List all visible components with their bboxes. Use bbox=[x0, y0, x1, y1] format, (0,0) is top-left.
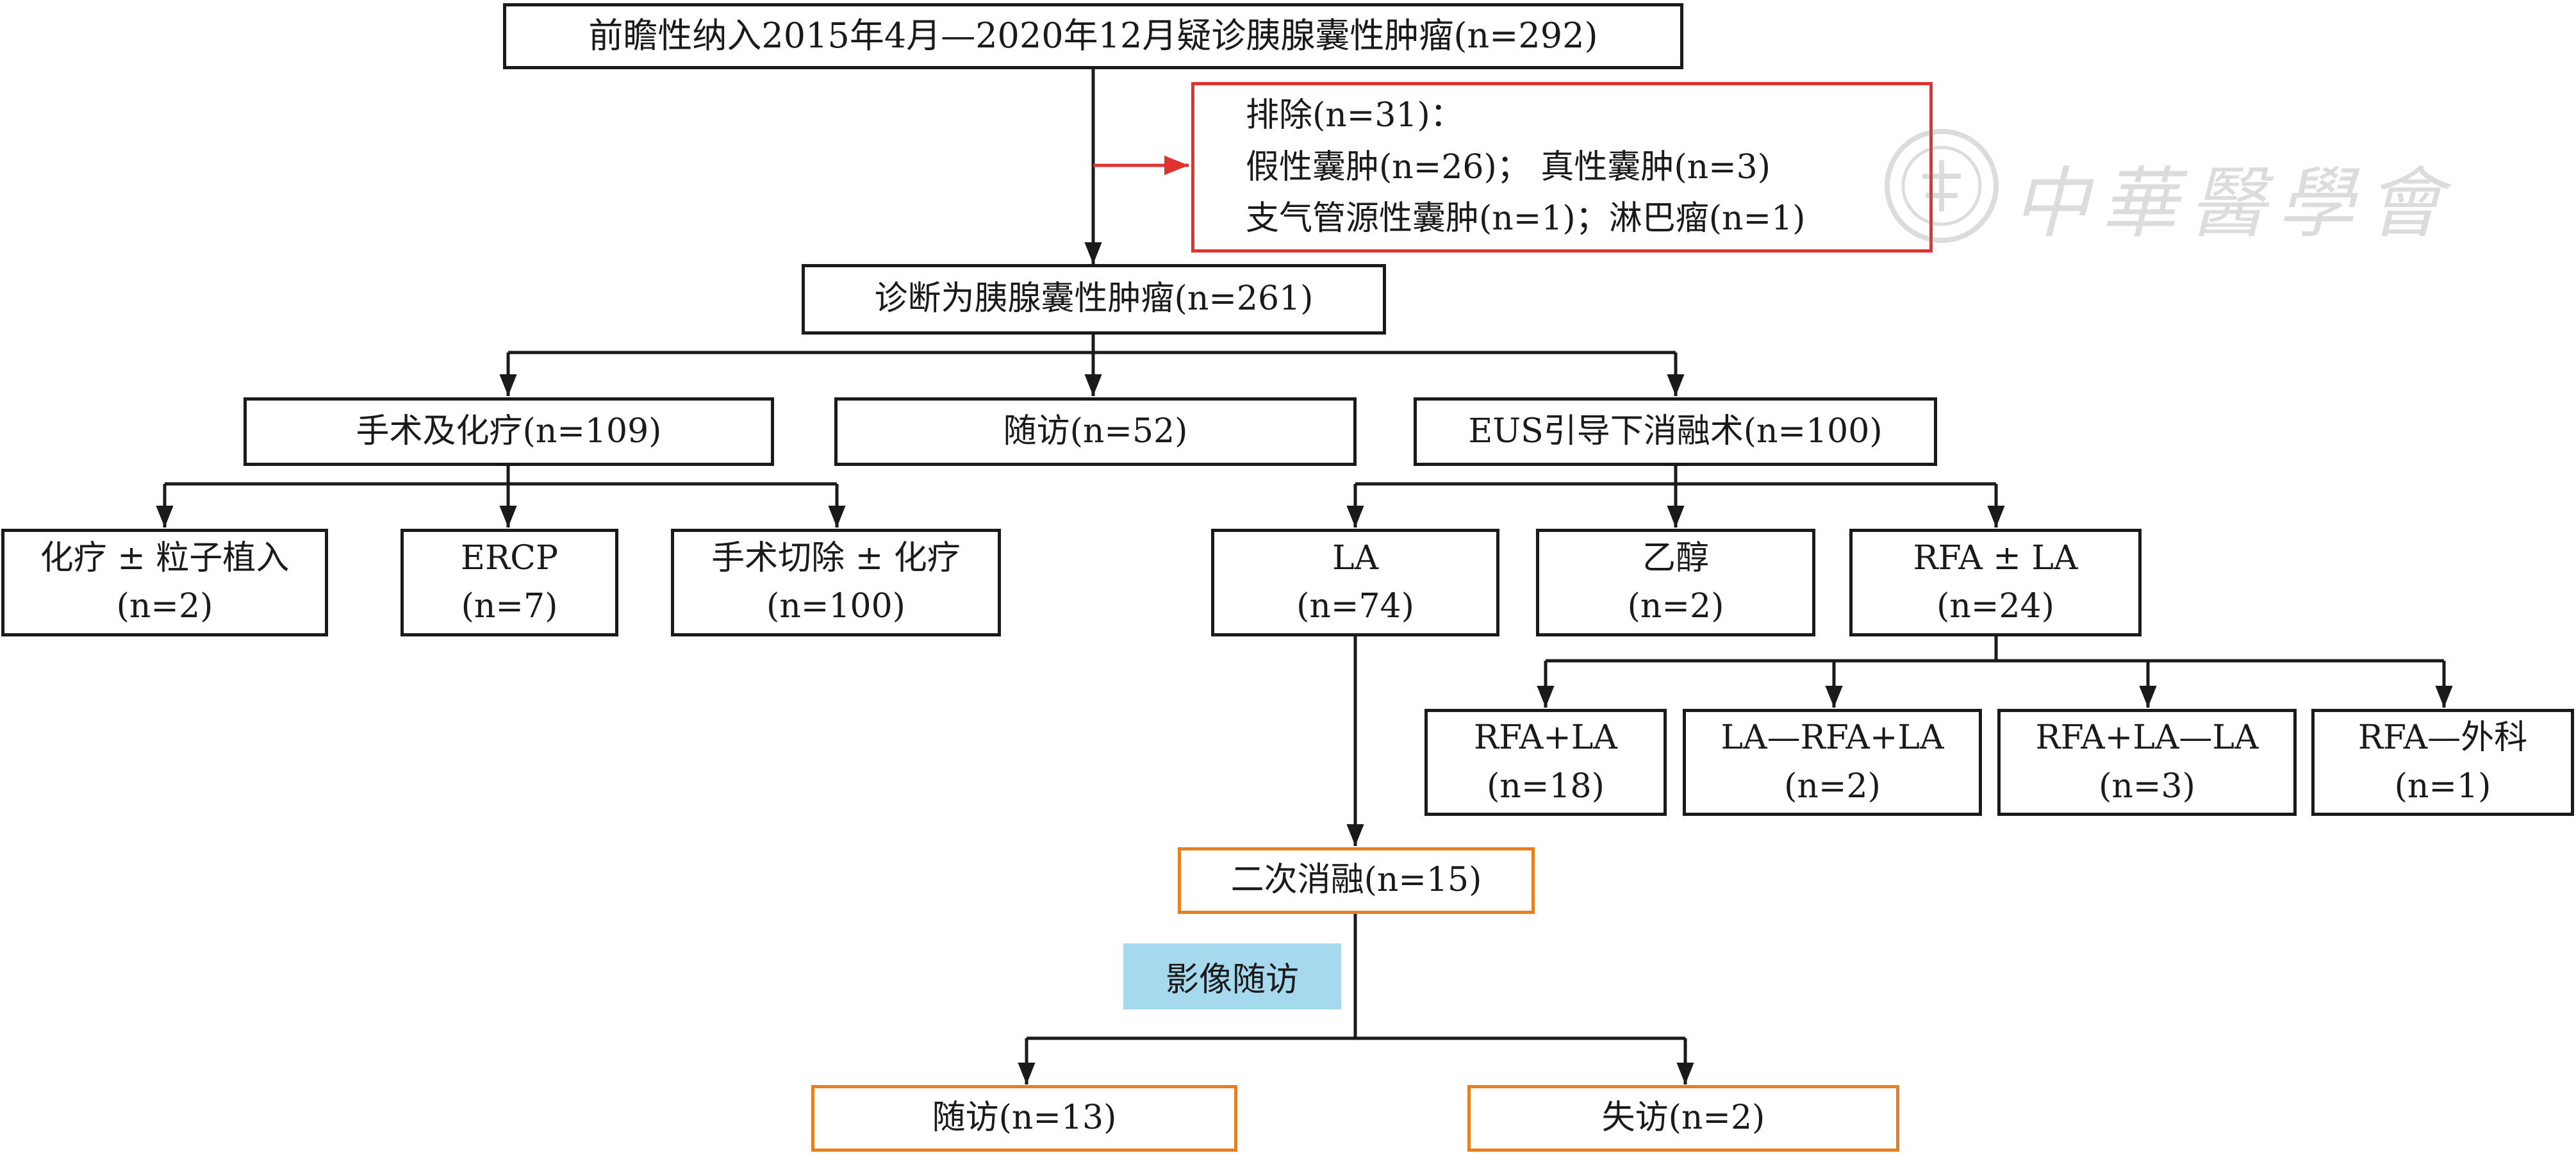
resection-n: (n=100) bbox=[766, 587, 905, 626]
exclusion-line-2: 支气管源性囊肿(n=1)；淋巴瘤(n=1) bbox=[1246, 199, 1806, 238]
sub-rfa-surgery-box: RFA—外科 (n=1) bbox=[2311, 709, 2574, 816]
rfa-la-box: RFA ± LA (n=24) bbox=[1849, 529, 2142, 636]
eus-ablation-text: EUS引导下消融术(n=100) bbox=[1468, 411, 1883, 451]
exclusion-line-1: 假性囊肿(n=26)； 真性囊肿(n=3) bbox=[1246, 147, 1771, 187]
ethanol-label: 乙醇 bbox=[1642, 538, 1709, 577]
second-ablation-box: 二次消融(n=15) bbox=[1178, 847, 1535, 914]
sub-la-rfa-la-label: LA—RFA+LA bbox=[1721, 718, 1944, 758]
enrolled-text: 前瞻性纳入2015年4月—2020年12月疑诊胰腺囊性肿瘤(n=292) bbox=[588, 15, 1598, 56]
sub-la-rfa-la-n: (n=2) bbox=[1784, 767, 1881, 806]
sub-la-rfa-la-box: LA—RFA+LA (n=2) bbox=[1683, 709, 1982, 816]
exclusion-box: 排除(n=31)： 假性囊肿(n=26)； 真性囊肿(n=3) 支气管源性囊肿(… bbox=[1191, 82, 1933, 253]
second-ablation-text: 二次消融(n=15) bbox=[1230, 861, 1482, 900]
lost-2-text: 失访(n=2) bbox=[1601, 1099, 1765, 1138]
watermark-text: 中華醫學會 bbox=[2012, 160, 2454, 249]
sub-rfa-la-n: (n=18) bbox=[1487, 767, 1605, 806]
la-box: LA (n=74) bbox=[1211, 529, 1499, 636]
followup-13-box: 随访(n=13) bbox=[811, 1085, 1237, 1152]
diagnosed-text: 诊断为胰腺囊性肿瘤(n=261) bbox=[874, 279, 1314, 319]
lost-2-box: 失访(n=2) bbox=[1467, 1085, 1899, 1152]
chemo-seed-n: (n=2) bbox=[116, 587, 213, 626]
eus-ablation-box: EUS引导下消融术(n=100) bbox=[1414, 397, 1937, 466]
enrolled-box: 前瞻性纳入2015年4月—2020年12月疑诊胰腺囊性肿瘤(n=292) bbox=[503, 3, 1683, 69]
watermark-logo: 中華醫學會 bbox=[1878, 122, 2493, 250]
chemo-seed-box: 化疗 ± 粒子植入 (n=2) bbox=[1, 529, 328, 636]
ethanol-n: (n=2) bbox=[1627, 587, 1724, 626]
ercp-n: (n=7) bbox=[461, 587, 558, 626]
ercp-label: ERCP bbox=[461, 538, 558, 577]
rfa-la-n: (n=24) bbox=[1936, 587, 2054, 626]
sub-rfa-surgery-label: RFA—外科 bbox=[2357, 718, 2528, 758]
sub-rfa-la-la-label: RFA+LA—LA bbox=[2035, 718, 2259, 758]
exclusion-title: 排除(n=31)： bbox=[1246, 96, 1464, 135]
resection-box: 手术切除 ± 化疗 (n=100) bbox=[671, 529, 1001, 636]
sub-rfa-la-box: RFA+LA (n=18) bbox=[1424, 709, 1667, 816]
diagnosed-box: 诊断为胰腺囊性肿瘤(n=261) bbox=[802, 264, 1386, 335]
sub-rfa-surgery-n: (n=1) bbox=[2394, 767, 2491, 806]
resection-label: 手术切除 ± 化疗 bbox=[711, 538, 961, 577]
followup-main-box: 随访(n=52) bbox=[834, 397, 1357, 466]
surgery-chemo-text: 手术及化疗(n=109) bbox=[356, 411, 662, 451]
sub-rfa-la-la-n: (n=3) bbox=[2099, 767, 2195, 806]
seal-icon bbox=[1885, 129, 1999, 243]
imaging-followup-text: 影像随访 bbox=[1165, 961, 1299, 999]
la-label: LA bbox=[1332, 538, 1379, 577]
followup-13-text: 随访(n=13) bbox=[932, 1099, 1117, 1138]
la-n: (n=74) bbox=[1296, 587, 1414, 626]
imaging-followup-tag: 影像随访 bbox=[1123, 943, 1341, 1009]
rfa-la-label: RFA ± LA bbox=[1913, 538, 2078, 577]
chemo-seed-label: 化疗 ± 粒子植入 bbox=[40, 538, 290, 577]
ethanol-box: 乙醇 (n=2) bbox=[1536, 529, 1815, 636]
sub-rfa-la-label: RFA+LA bbox=[1474, 718, 1617, 758]
sub-rfa-la-la-box: RFA+LA—LA (n=3) bbox=[1997, 709, 2297, 816]
followup-main-text: 随访(n=52) bbox=[1003, 411, 1188, 451]
ercp-box: ERCP (n=7) bbox=[400, 529, 618, 636]
surgery-chemo-box: 手术及化疗(n=109) bbox=[244, 397, 774, 466]
